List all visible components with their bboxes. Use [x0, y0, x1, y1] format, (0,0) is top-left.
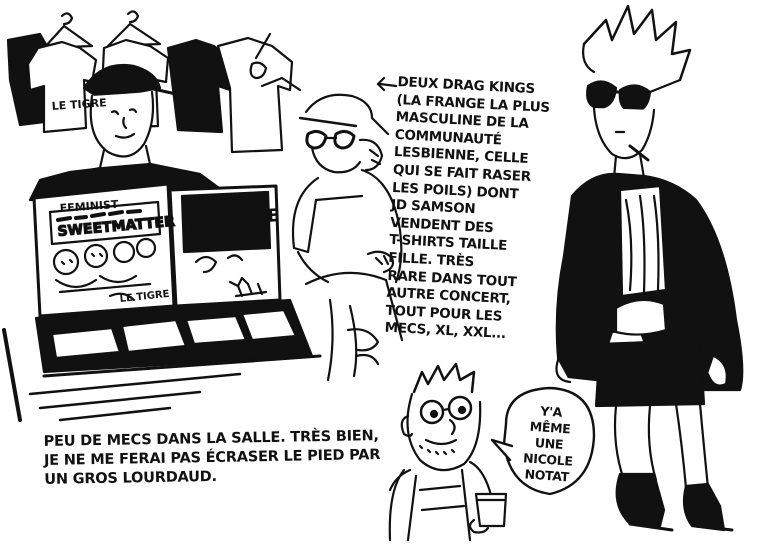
- shirt-print-text: LE TIGRE: [51, 96, 107, 113]
- book-small-text: FEMINIST: [59, 198, 119, 215]
- speech-bubble: [490, 386, 596, 496]
- caption-bottom-left: PEU DE MECS DANS LA SALLE. TRÈS BIEN, JE…: [44, 427, 381, 490]
- caption-drag-kings: DEUX DRAG KINGS (LA FRANGE LA PLUS MASCU…: [384, 74, 551, 346]
- speech-bubble-text: Y'A MÊME UNE NICOLE NOTAT: [514, 402, 583, 486]
- pointer-arrow: [376, 76, 398, 92]
- vendor-cap-figure: [28, 63, 232, 202]
- vendor-glasses-figure: [291, 93, 404, 382]
- merch-table: [2, 182, 322, 422]
- narrator-figure: [388, 362, 508, 542]
- book-signature: LE TIGRE: [119, 289, 170, 305]
- book-right-title: LE TIGRE: [189, 205, 280, 231]
- tall-woman-figure: [555, 4, 744, 532]
- hanging-tshirts: [6, 10, 302, 154]
